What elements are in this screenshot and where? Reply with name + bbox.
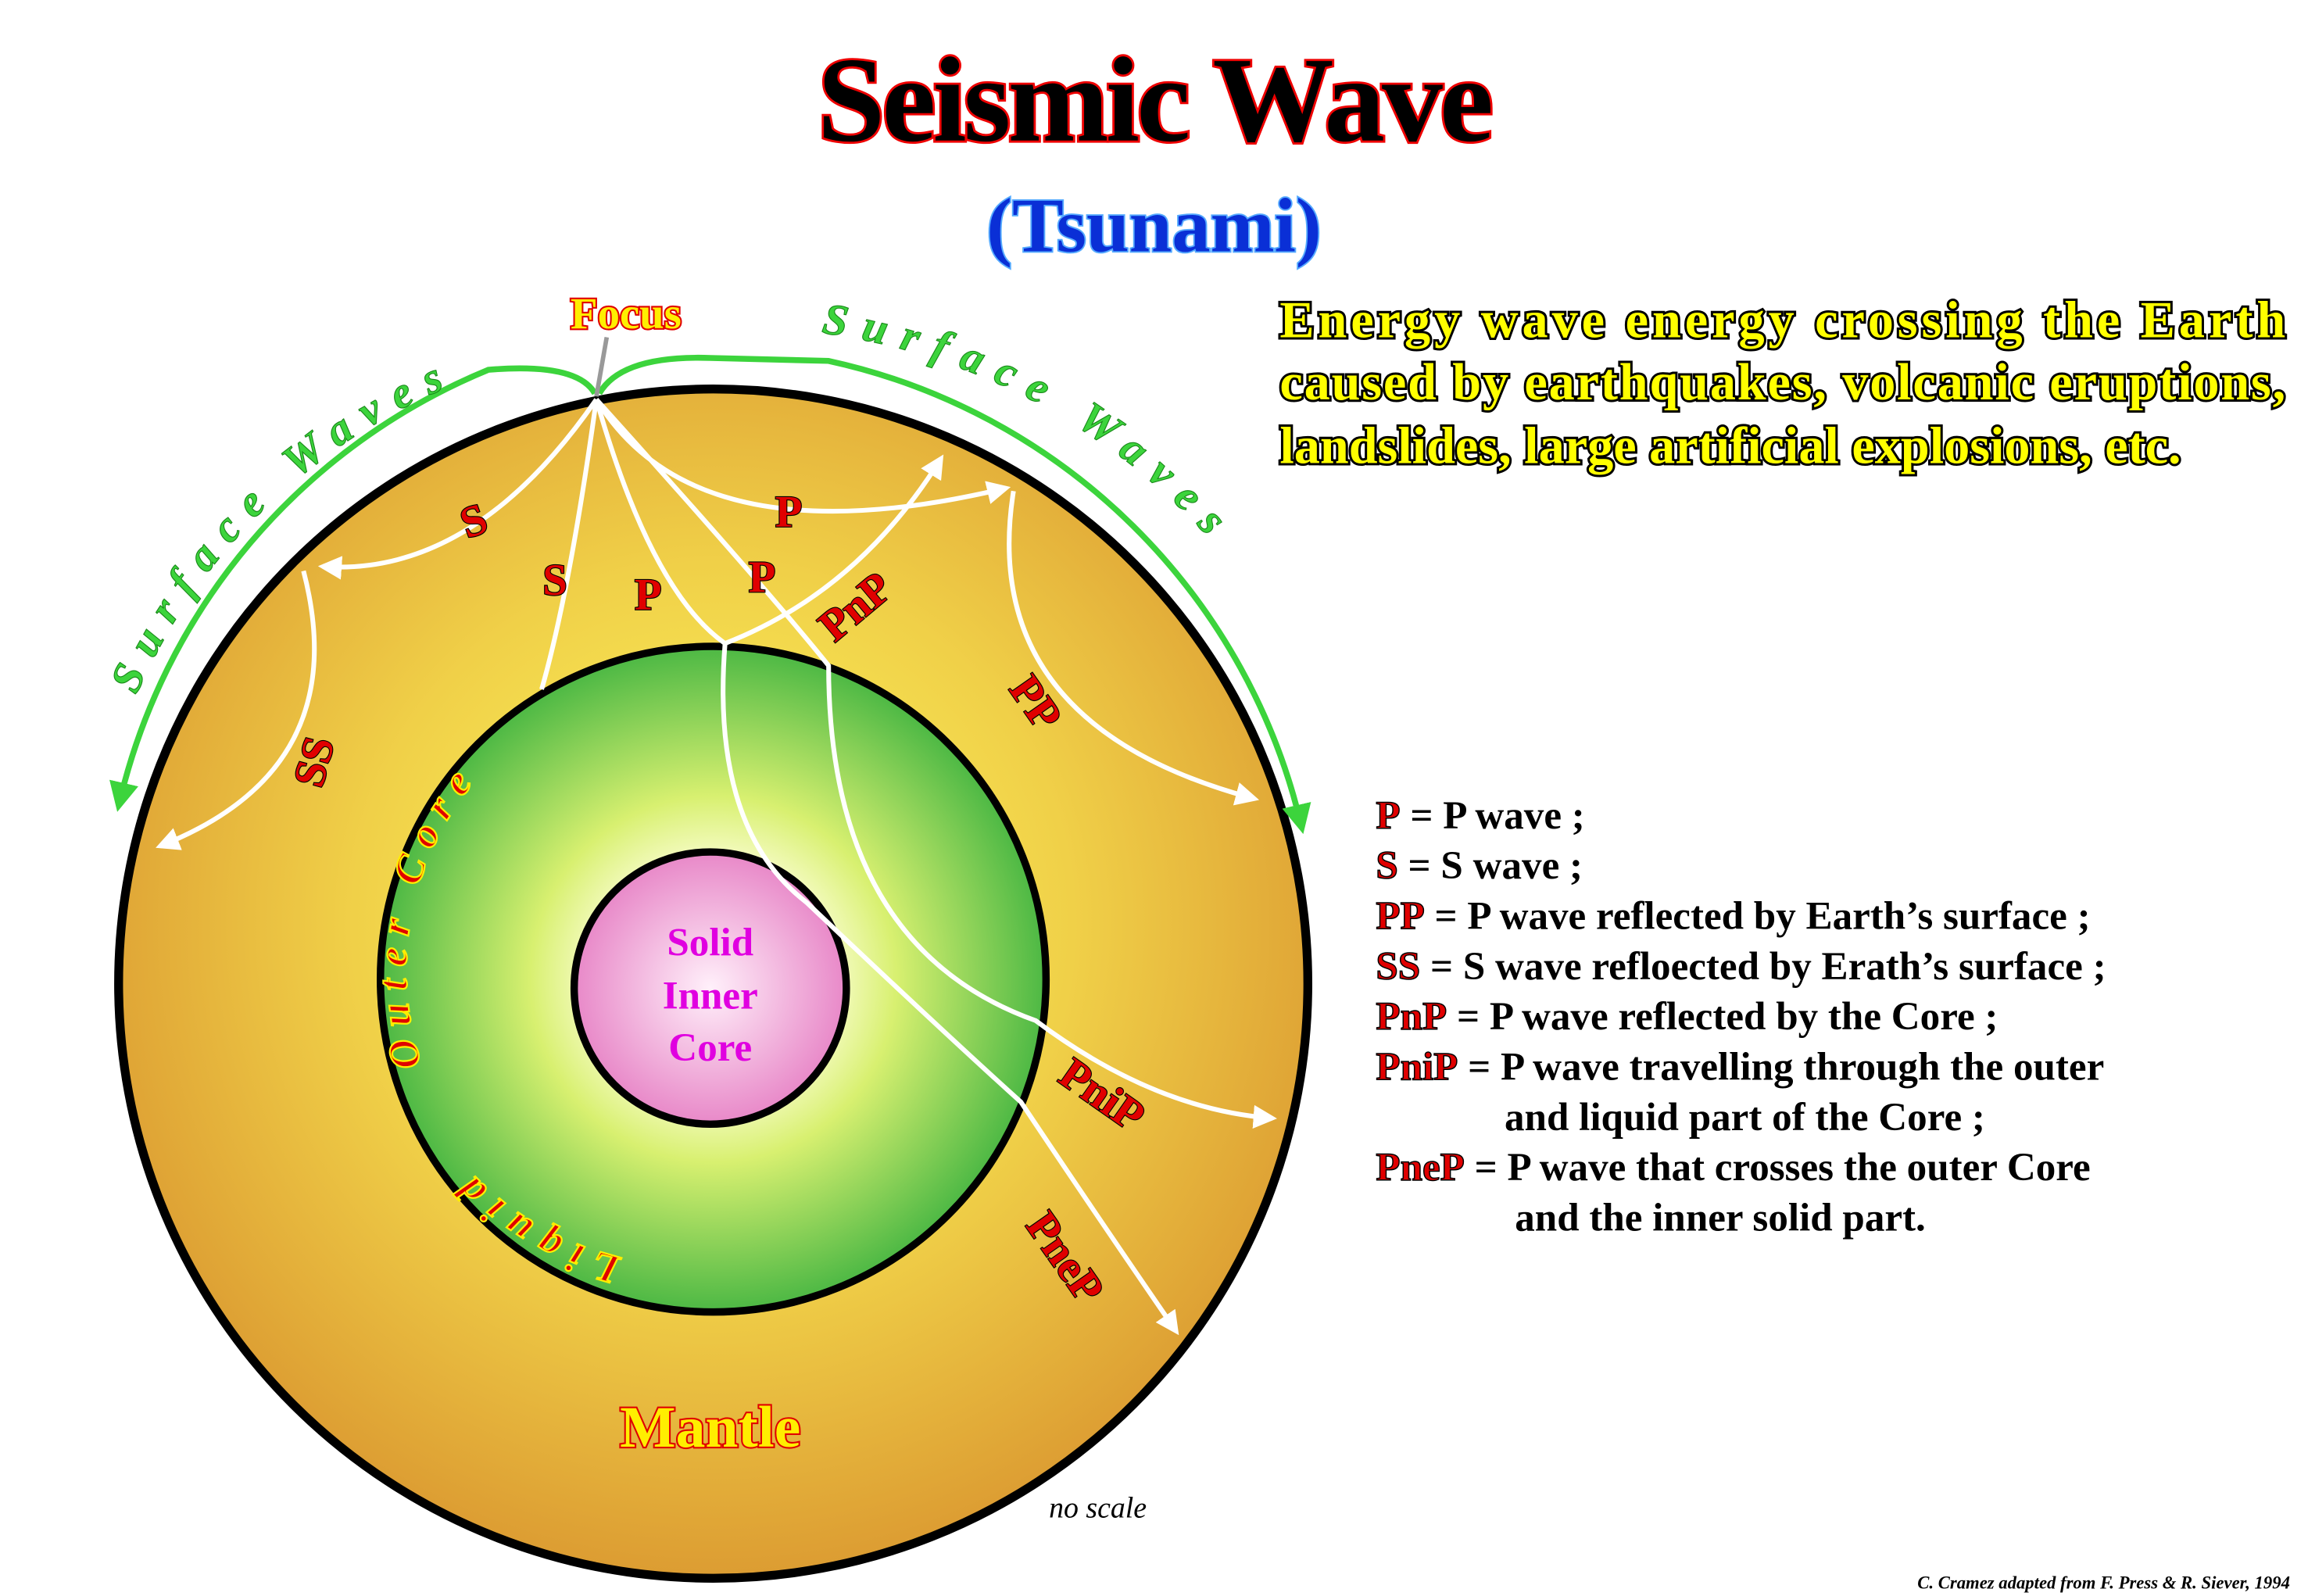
legend-item: S = S wave ; <box>1376 843 1583 888</box>
label-p: P <box>635 571 662 620</box>
page-title: Seismic Wave <box>818 33 1490 167</box>
ray-pnp-down <box>594 399 727 646</box>
description-line: landslides, large artificial explosions,… <box>1279 417 2181 474</box>
legend-item-continuation: and the inner solid part. <box>1515 1196 1926 1240</box>
ray-s-surface <box>317 398 599 580</box>
legend-item: SS = S wave refloected by Erath’s surfac… <box>1376 944 2106 989</box>
focus-label: Focus <box>571 289 682 338</box>
legend: P = P wave ; S = S wave ; PP = P wave re… <box>1376 793 2106 1240</box>
focus-pointer <box>594 336 610 397</box>
ray-pnep <box>721 642 1179 1336</box>
surface-wave-left-arrow <box>109 365 598 812</box>
earth <box>114 385 1312 1583</box>
page-subtitle: (Tsunami) <box>986 184 1321 269</box>
description: Energy wave energy crossing the Earth ca… <box>1277 289 2288 477</box>
legend-item: PnP = P wave reflected by the Core ; <box>1376 994 1998 1039</box>
legend-item: PP = P wave reflected by Earth’s surface… <box>1376 893 2090 938</box>
ray-p <box>594 398 1011 514</box>
ray-pp <box>1007 490 1260 806</box>
legend-item: P = P wave ; <box>1376 793 1584 838</box>
ray-pnip <box>594 397 1277 1129</box>
ray-pnp-up <box>724 454 944 646</box>
inner-core-label: Solid Inner Core <box>663 921 758 1070</box>
inner-core-label-line: Inner <box>663 974 758 1018</box>
legend-item: PneP = P wave that crosses the outer Cor… <box>1376 1145 2090 1190</box>
inner-core-layer <box>570 848 850 1129</box>
ray-ss <box>156 570 317 850</box>
label-s: S <box>542 556 567 605</box>
inner-core-label-line: Solid <box>667 921 753 965</box>
no-scale-note: no scale <box>1049 1492 1147 1525</box>
description-line: Energy wave energy crossing the Earth <box>1279 292 2285 349</box>
surface-wave-arrows <box>109 336 1311 835</box>
description-line: caused by earthquakes, volcanic eruption… <box>1279 354 2285 411</box>
legend-item-continuation: and liquid part of the Core ; <box>1505 1095 1985 1140</box>
credit: C. Cramez adapted from F. Press & R. Sie… <box>1917 1573 2290 1593</box>
wave-rays <box>156 397 1277 1336</box>
label-p: P <box>775 488 803 537</box>
mantle-label: Mantle <box>620 1395 800 1460</box>
ray-s-core <box>539 399 599 690</box>
inner-core-label-line: Core <box>668 1025 752 1070</box>
surface-wave-right-arrow <box>596 354 1311 835</box>
legend-item: PniP = P wave travelling through the out… <box>1376 1045 2104 1090</box>
label-p: P <box>749 553 776 602</box>
